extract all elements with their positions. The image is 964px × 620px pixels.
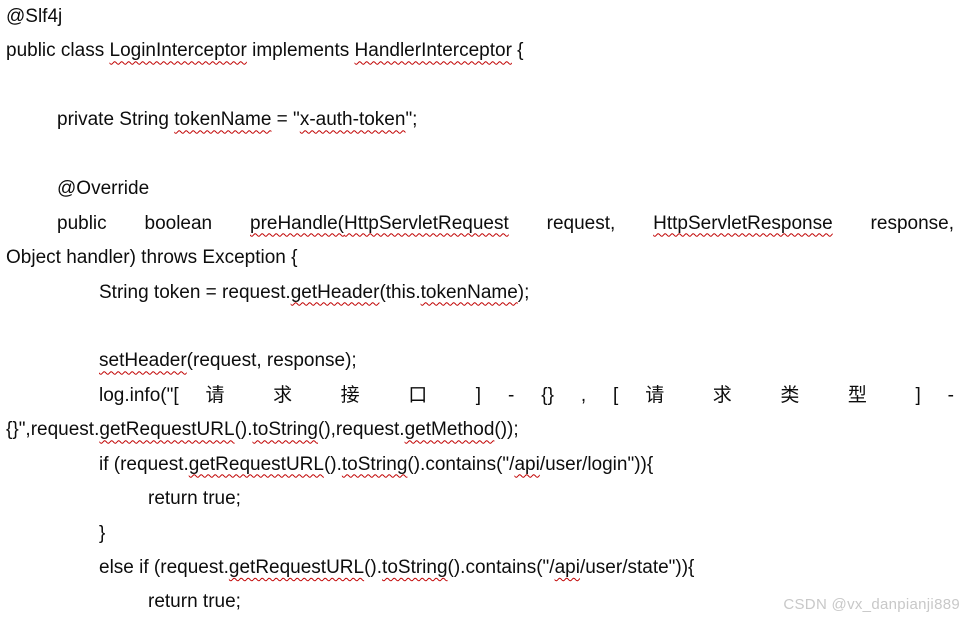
misspelled-word: getHeader <box>290 281 380 303</box>
code-text: (this. <box>379 281 421 303</box>
misspelled-word: x-auth-token <box>299 109 406 131</box>
code-line: if (request.getRequestURL().toString().c… <box>0 448 964 482</box>
code-text: implements <box>246 40 355 62</box>
code-text: ().contains("/ <box>447 557 555 578</box>
code-text: /user/login")){ <box>539 453 654 475</box>
code-text: request, <box>508 212 654 234</box>
code-text: Object handler) throws Exception { <box>6 247 298 269</box>
misspelled-word: HttpServletRequest <box>344 212 509 234</box>
code-text: } <box>99 522 106 544</box>
code-text: (). <box>234 419 253 441</box>
code-line: {}",request.getRequestURL().toString(),r… <box>0 413 964 447</box>
code-line: setHeader(request, response); <box>0 344 964 378</box>
misspelled-word: preHandle( <box>250 212 344 234</box>
code-text: @Override <box>57 178 150 200</box>
code-text: /user/state")){ <box>579 557 695 578</box>
code-text: {}",request. <box>6 419 100 441</box>
code-text: log.info("[ 请 求 接 口 ] - {} , [ 请 求 类 型 ]… <box>99 384 954 406</box>
code-line: public class LoginInterceptor implements… <box>0 34 964 68</box>
misspelled-word: toString <box>382 557 448 578</box>
misspelled-word: tokenName <box>174 109 272 131</box>
misspelled-word: getRequestURL <box>228 557 365 578</box>
misspelled-word: HandlerInterceptor <box>354 40 512 62</box>
misspelled-word: getMethod <box>404 419 495 441</box>
code-line: public boolean preHandle(HttpServletRequ… <box>0 207 964 241</box>
code-text: ()); <box>494 419 519 441</box>
code-line: else if (request.getRequestURL().toStrin… <box>0 551 964 585</box>
code-text: private String <box>57 109 175 131</box>
misspelled-word: toString <box>341 453 408 475</box>
code-line: String token = request.getHeader(this.to… <box>0 276 964 310</box>
code-line: Object handler) throws Exception { <box>0 241 964 275</box>
code-text: public boolean <box>57 212 250 234</box>
code-text: ); <box>517 281 530 303</box>
watermark: CSDN @vx_danpianji889 <box>783 596 960 613</box>
misspelled-word: tokenName <box>420 281 518 303</box>
blank-line <box>0 310 964 344</box>
blank-line <box>0 69 964 103</box>
misspelled-word: getRequestURL <box>188 453 324 475</box>
code-text: "; <box>405 109 418 131</box>
code-text: = " <box>271 109 300 131</box>
misspelled-word: LoginInterceptor <box>109 40 247 62</box>
code-line: log.info("[ 请 求 接 口 ] - {} , [ 请 求 类 型 ]… <box>0 379 964 413</box>
code-text: return true; <box>148 591 241 613</box>
misspelled-word: api <box>554 557 580 578</box>
code-text: else if (request. <box>99 557 229 578</box>
code-line: @Slf4j <box>0 0 964 34</box>
code-line: return true; <box>0 585 964 619</box>
code-text: (),request. <box>318 419 405 441</box>
misspelled-word: HttpServletResponse <box>653 212 833 234</box>
code-line: return true; <box>0 482 964 516</box>
code-text: (request, response); <box>186 350 357 372</box>
misspelled-word: api <box>514 453 540 475</box>
code-line: } <box>0 517 964 551</box>
misspelled-word: toString <box>252 419 318 441</box>
code-text: response, <box>832 212 954 234</box>
code-text: return true; <box>148 488 241 510</box>
blank-line <box>0 138 964 172</box>
code-text: { <box>511 40 524 62</box>
code-text: public class <box>6 40 110 62</box>
code-text: (). <box>323 453 342 475</box>
code-text: @Slf4j <box>6 6 63 27</box>
code-line: private String tokenName = "x-auth-token… <box>0 103 964 137</box>
misspelled-word: setHeader <box>99 350 187 372</box>
code-line: @Override <box>0 172 964 206</box>
code-text: String token = request. <box>99 281 291 303</box>
code-text: (). <box>364 557 383 578</box>
code-text: if (request. <box>99 453 189 475</box>
code-text: ().contains("/ <box>407 453 515 475</box>
misspelled-word: getRequestURL <box>99 419 235 441</box>
